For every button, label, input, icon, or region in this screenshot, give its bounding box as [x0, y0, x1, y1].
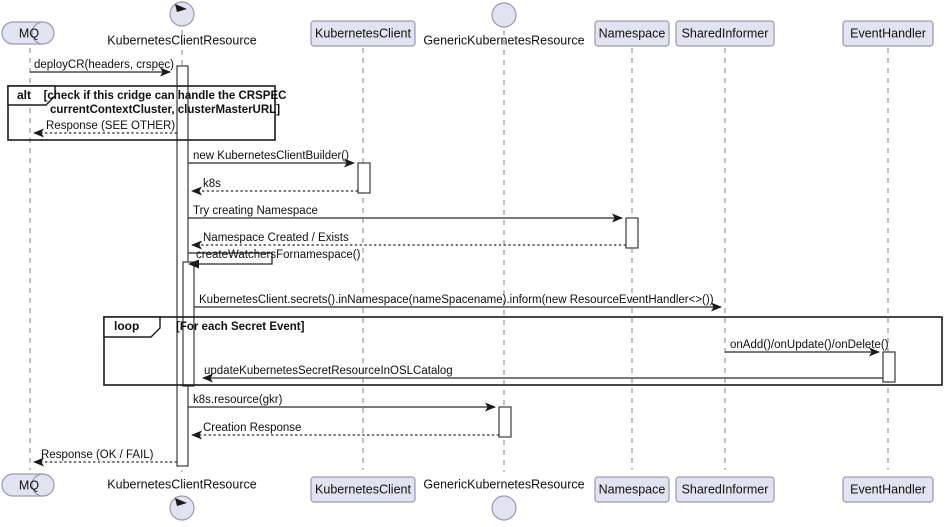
message-createwatchersfornamespace[interactable]: createWatchersFornamespace() — [188, 249, 361, 269]
message-label-deploycr: deployCR(headers, crspec) — [34, 59, 174, 71]
participant-header-namespace[interactable]: Namespace — [594, 20, 670, 47]
boundary-icon — [491, 2, 517, 28]
message-label-k8s: k8s — [203, 178, 221, 190]
message-k8s-resource-gkr[interactable]: k8s.resource(gkr) — [188, 394, 496, 412]
message-label-new-kubernetesclientbuilder: new KubernetesClientBuilder() — [193, 150, 349, 162]
message-label-onadd-onupdate-ondelete: onAdd()/onUpdate()/onDelete() — [730, 339, 889, 351]
message-deploycr[interactable]: deployCR(headers, crspec) — [30, 59, 174, 77]
fragment-guard-alt-line2: currentContextCluster, clusterMasterURL] — [50, 104, 280, 116]
participant-label-sharedinformer: SharedInformer — [682, 26, 769, 40]
participant-footer-namespace[interactable]: Namespace — [594, 476, 670, 503]
message-response-see-other[interactable]: Response (SEE OTHER) — [33, 120, 177, 138]
activation-namespace — [625, 217, 639, 249]
message-namespace-created-exists[interactable]: Namespace Created / Exists — [191, 232, 626, 250]
participant-footer-kubernetesclient[interactable]: KubernetesClient — [310, 476, 416, 503]
message-inform-resourceeventhandler[interactable]: KubernetesClient.secrets().inNamespace(n… — [194, 294, 722, 312]
message-label-inform-resourceeventhandler: KubernetesClient.secrets().inNamespace(n… — [199, 294, 714, 306]
message-label-namespace-created-exists: Namespace Created / Exists — [203, 232, 349, 244]
activation-kubernetesclient — [357, 162, 371, 194]
participant-label-eventhandler: EventHandler — [850, 26, 926, 40]
participant-footer-mq[interactable]: MQ — [1, 473, 55, 497]
message-response-ok-fail[interactable]: Response (OK / FAIL) — [33, 449, 177, 467]
participant-footer-label-kubernetesclient: KubernetesClient — [315, 482, 411, 496]
control-icon-arrow — [175, 4, 187, 12]
activation-generickubernetesresource — [498, 406, 512, 438]
fragment-kind-loop: loop — [114, 319, 139, 333]
boundary-icon — [491, 495, 517, 521]
participant-footer-eventhandler[interactable]: EventHandler — [842, 476, 934, 503]
message-label-try-creating-namespace: Try creating Namespace — [193, 205, 318, 217]
message-label-response-ok-fail: Response (OK / FAIL) — [41, 449, 154, 461]
participant-header-eventhandler[interactable]: EventHandler — [842, 20, 934, 47]
fragment-loop[interactable]: loop [For each Secret Event] — [103, 316, 943, 386]
activation-kubernetesclientresource-nested — [182, 261, 195, 387]
participant-footer-sharedinformer[interactable]: SharedInformer — [675, 476, 775, 503]
participant-header-sharedinformer[interactable]: SharedInformer — [675, 20, 775, 47]
participant-header-kubernetesclient[interactable]: KubernetesClient — [310, 20, 416, 47]
message-new-kubernetesclientbuilder[interactable]: new KubernetesClientBuilder() — [188, 150, 355, 168]
participant-label-namespace: Namespace — [599, 26, 666, 40]
participant-label-kubernetesclientresource: KubernetesClientResource — [107, 33, 256, 47]
control-icon — [169, 495, 195, 521]
participant-label-generickubernetesresource: GenericKubernetesResource — [423, 33, 584, 47]
participant-footer-kubernetesclientresource[interactable]: KubernetesClientResource — [107, 477, 257, 521]
participant-footer-label-namespace: Namespace — [599, 482, 666, 496]
message-label-creation-response: Creation Response — [203, 422, 301, 434]
participant-footer-label-generickubernetesresource: GenericKubernetesResource — [423, 477, 584, 491]
participant-label-mq: MQ — [19, 26, 39, 40]
participant-header-mq[interactable]: MQ — [1, 21, 55, 45]
participant-footer-label-sharedinformer: SharedInformer — [682, 482, 769, 496]
participant-footer-label-eventhandler: EventHandler — [850, 482, 926, 496]
message-updatekubernetessecretresourceinoslcatalog[interactable]: updateKubernetesSecretResourceInOSLCatal… — [202, 365, 883, 383]
message-onadd-onupdate-ondelete[interactable]: onAdd()/onUpdate()/onDelete() — [725, 339, 889, 357]
message-label-createwatchersfornamespace: createWatchersFornamespace() — [196, 249, 361, 261]
participant-header-kubernetesclientresource[interactable]: KubernetesClientResource — [107, 1, 257, 47]
message-creation-response[interactable]: Creation Response — [191, 422, 499, 440]
participant-footer-label-kubernetesclientresource: KubernetesClientResource — [107, 477, 256, 491]
message-label-k8s-resource-gkr: k8s.resource(gkr) — [193, 394, 283, 406]
participant-label-kubernetesclient: KubernetesClient — [315, 26, 411, 40]
control-icon — [169, 1, 195, 27]
activation-eventhandler — [882, 351, 896, 383]
message-k8s[interactable]: k8s — [191, 178, 358, 196]
participant-footer-generickubernetesresource[interactable]: GenericKubernetesResource — [423, 477, 585, 521]
activation-bars — [176, 65, 896, 467]
control-icon-arrow — [175, 498, 187, 506]
fragment-alt[interactable]: alt [check if this cridge can handle the… — [7, 85, 287, 141]
fragment-guard-loop: [For each Secret Event] — [176, 321, 305, 333]
message-try-creating-namespace[interactable]: Try creating Namespace — [188, 205, 623, 223]
fragment-kind-alt: alt — [17, 88, 31, 102]
fragment-guard-alt-line1: [check if this cridge can handle the CRS… — [44, 90, 287, 102]
participant-header-generickubernetesresource[interactable]: GenericKubernetesResource — [423, 2, 585, 47]
message-label-updatekubernetessecretresourceinoslcatalog: updateKubernetesSecretResourceInOSLCatal… — [204, 365, 453, 377]
message-label-response-see-other: Response (SEE OTHER) — [46, 120, 175, 132]
participant-footer-label-mq: MQ — [19, 478, 39, 492]
